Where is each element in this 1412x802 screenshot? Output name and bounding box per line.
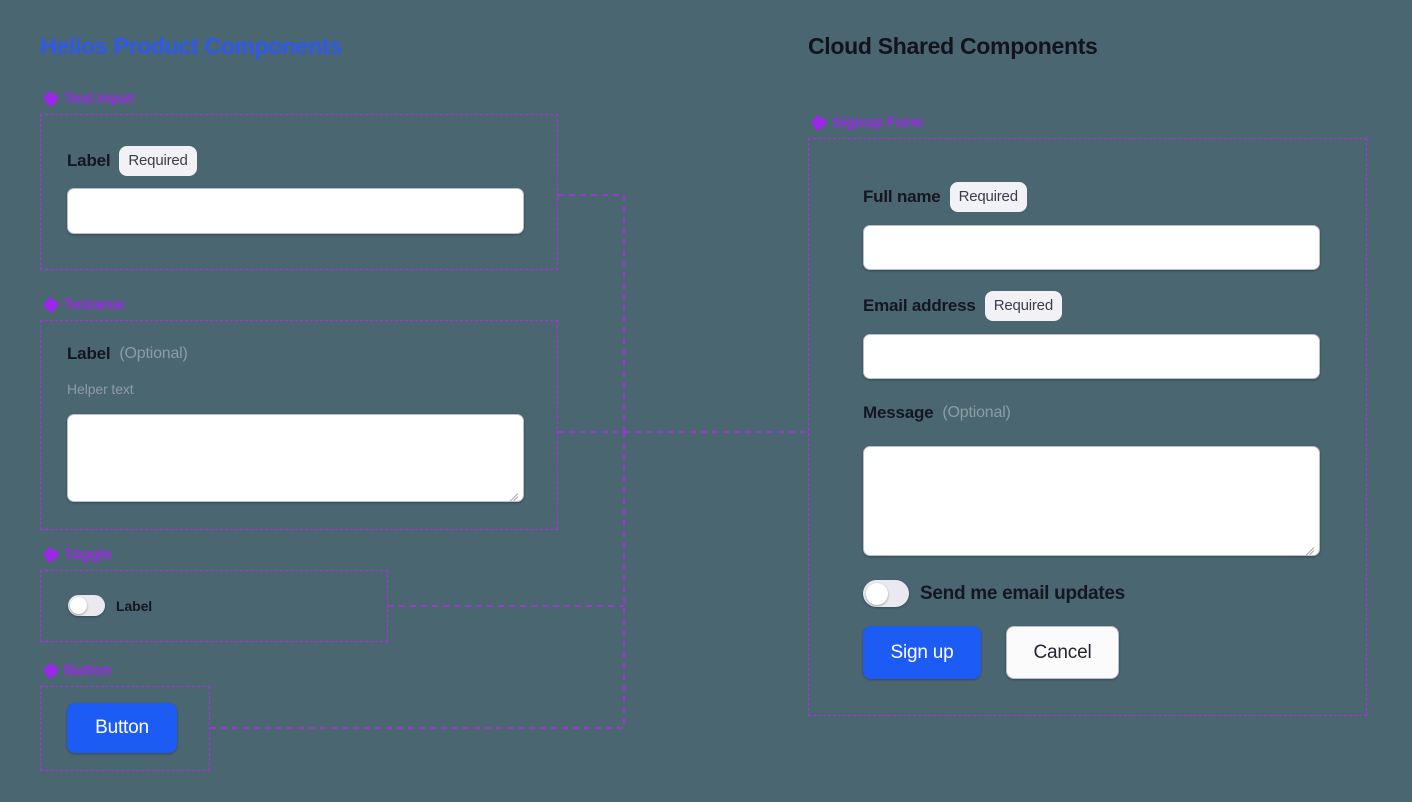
full-name-label: Full name — [863, 187, 941, 206]
textarea-field[interactable] — [67, 414, 524, 502]
demo-button[interactable]: Button — [67, 703, 177, 753]
email-address-input[interactable] — [863, 334, 1320, 379]
section-header-text-input: Text Input — [42, 90, 134, 107]
email-address-label-row: Email address Required — [863, 291, 1062, 321]
component-box-signup-form — [808, 138, 1367, 716]
section-label: Textarea — [64, 296, 124, 313]
full-name-label-row: Full name Required — [863, 182, 1027, 212]
toggle-label: Label — [116, 597, 153, 614]
section-label: Text Input — [64, 90, 134, 107]
component-box-button — [40, 686, 210, 771]
textarea-label: Label — [67, 344, 111, 363]
email-updates-toggle[interactable] — [863, 580, 909, 607]
section-label: Signup Form — [832, 114, 924, 131]
section-label: Button — [64, 662, 112, 679]
required-badge: Required — [949, 182, 1027, 212]
section-header-button: Button — [42, 662, 112, 679]
message-label: Message — [863, 403, 934, 422]
required-badge: Required — [119, 146, 197, 176]
clover-diamond-icon — [42, 662, 59, 679]
section-header-textarea: Textarea — [42, 296, 124, 313]
cancel-button[interactable]: Cancel — [1006, 626, 1119, 679]
textarea-helper-text: Helper text — [67, 381, 134, 397]
optional-tag: (Optional) — [942, 404, 1011, 421]
email-address-label: Email address — [863, 296, 976, 315]
left-panel-title: Helios Product Components — [40, 33, 342, 59]
toggle-knob — [866, 582, 888, 605]
full-name-input[interactable] — [863, 225, 1320, 270]
text-input-label-row: Label Required — [67, 146, 197, 176]
clover-diamond-icon — [42, 296, 59, 313]
section-header-signup-form: Signup Form — [810, 114, 924, 131]
message-textarea[interactable] — [863, 446, 1320, 556]
clover-diamond-icon — [42, 90, 59, 107]
component-box-toggle — [40, 570, 388, 642]
required-badge: Required — [984, 291, 1062, 321]
component-box-text-input — [40, 114, 558, 270]
email-updates-label: Send me email updates — [920, 582, 1125, 604]
clover-diamond-icon — [810, 114, 827, 131]
toggle-knob — [70, 597, 87, 614]
component-box-textarea — [40, 320, 558, 530]
clover-diamond-icon — [42, 546, 59, 563]
message-label-row: Message (Optional) — [863, 403, 1011, 423]
section-label: Toggle — [64, 546, 112, 563]
text-input-field[interactable] — [67, 188, 524, 234]
section-header-toggle: Toggle — [42, 546, 112, 563]
textarea-label-row: Label (Optional) — [67, 344, 188, 364]
email-updates-toggle-row: Send me email updates — [863, 580, 1125, 607]
toggle-switch[interactable] — [68, 595, 105, 616]
toggle-row: Label — [68, 595, 152, 616]
text-input-label: Label — [67, 151, 111, 170]
right-panel-title: Cloud Shared Components — [808, 33, 1098, 59]
optional-tag: (Optional) — [119, 345, 188, 362]
sign-up-button[interactable]: Sign up — [863, 626, 981, 679]
